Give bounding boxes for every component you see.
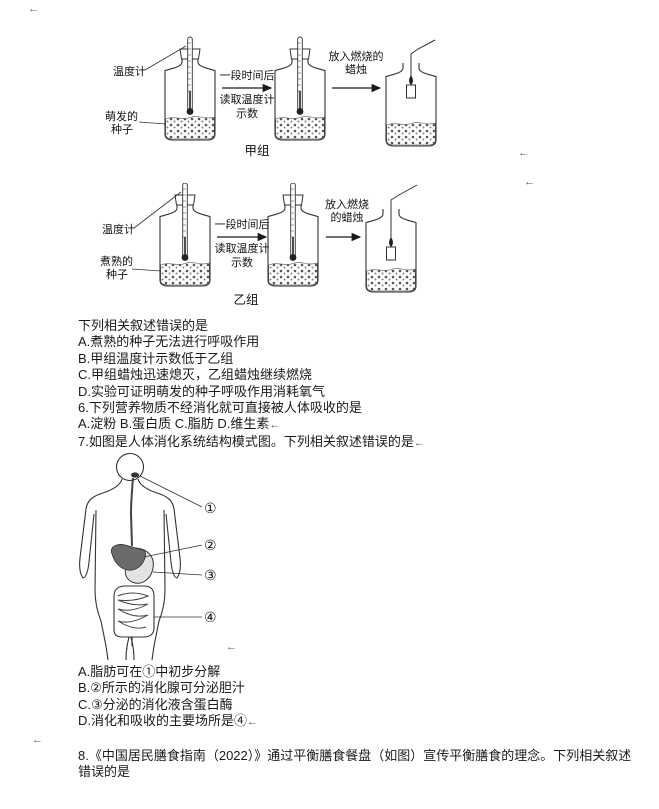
q7-stem-text: 7.如图是人体消化系统结构模式图。下列相关叙述错误的是 (78, 433, 414, 449)
figure-label-1: ① (204, 500, 217, 516)
group-a-caption: 甲组 (244, 144, 269, 158)
group-b-caption: 乙组 (233, 293, 258, 307)
thermometer-pointer-line (133, 191, 182, 229)
q5-option-b: B.甲组温度计示数低于乙组 (78, 350, 234, 366)
q5-stem: 下列相关叙述错误的是 (78, 318, 209, 333)
paragraph-mark: ← (524, 176, 535, 188)
paragraph-mark: ← (269, 419, 281, 432)
paragraph-mark: ← (413, 436, 425, 449)
figure-pointer-lines (139, 475, 203, 618)
human-body-outline (79, 452, 181, 661)
large-intestine (113, 585, 155, 638)
mouth-oral-cavity (131, 472, 139, 478)
q7-option-b: B.②所示的消化腺可分泌胆汁 (78, 680, 245, 696)
step1-label-below2: 示数 (236, 107, 258, 120)
questions-text-block-1: 下列相关叙述错误的是 A.煮熟的种子无法进行呼吸作用 B.甲组温度计示数低于乙组… (78, 318, 634, 451)
q6-options-text: A.淀粉 B.蛋白质 C.脂肪 D.维生素 (78, 416, 270, 432)
step1-label-below1: 读取温度计 (220, 92, 275, 106)
liver (110, 544, 146, 571)
figure-label-4: ④ (204, 609, 217, 625)
paragraph-mark: ← (247, 716, 259, 729)
q6-stem: 6.下列营养物质不经消化就可直接被人体吸收的是 (78, 400, 362, 416)
burning-candle-icon (406, 39, 436, 99)
digestive-organs (110, 472, 155, 646)
figure-label-2: ② (204, 537, 217, 553)
seeds-label-line2: 种子 (111, 122, 133, 136)
paragraph-mark: ← (32, 733, 43, 746)
thermometer-label: 温度计 (113, 64, 146, 78)
q5-option-c: C.甲组蜡烛迅速熄灭，乙组蜡烛继续燃烧 (78, 367, 313, 383)
figure-label-3: ③ (204, 567, 217, 583)
q5-option-d: D.实验可证明萌发的种子呼吸作用消耗氧气 (78, 383, 326, 399)
paragraph-mark: ← (226, 641, 237, 653)
step1-label-below2: 示数 (231, 256, 253, 269)
figure-experiment-group-b: 温度计 煮熟的 种子 一段时间后 读取温度计 示数 放入燃烧 的蜡烛 乙组 (100, 183, 418, 307)
q7-option-d-text: D.消化和吸收的主要场所是④ (78, 713, 248, 729)
q7-option-d: D.消化和吸收的主要场所是④← (78, 713, 636, 730)
empty-paragraph: ← (32, 731, 636, 748)
pointer-line-1 (139, 475, 203, 508)
figure-digestive-system: ① ② ③ ④ (79, 452, 217, 661)
seeds-label-line1: 煮熟的 (100, 254, 133, 268)
thermometer-pointer-line (144, 45, 187, 71)
jar-a-after-time (274, 36, 326, 141)
step2-label-line1: 放入燃烧 (325, 197, 369, 211)
step2-label-line2: 蜡烛 (345, 63, 367, 76)
jar-a-candle-test (385, 39, 437, 147)
questions-text-block-2: A.脂肪可在①中初步分解 B.②所示的消化腺可分泌胆汁 C.③分泌的消化液含蛋白… (32, 664, 636, 781)
step1-label-above: 一段时间后 (220, 68, 275, 82)
q5-option-a: A.煮熟的种子无法进行呼吸作用 (78, 334, 260, 350)
q7-stem: 7.如图是人体消化系统结构模式图。下列相关叙述错误的是← (78, 434, 634, 451)
step1-label-below1: 读取温度计 (215, 241, 270, 255)
pointer-line-3 (152, 571, 203, 576)
burning-candle-icon (386, 184, 418, 261)
pointer-line-2 (143, 544, 203, 558)
q6-options: A.淀粉 B.蛋白质 C.脂肪 D.维生素← (78, 416, 634, 433)
esophagus (129, 477, 134, 547)
thermometer-label: 温度计 (102, 222, 135, 236)
jar-b-candle-test (365, 184, 418, 293)
jar-a-initial (164, 36, 216, 141)
step2-label-line2: 的蜡烛 (331, 210, 364, 224)
q8-stem: 8.《中国居民膳食指南（2022）》通过平衡膳食餐盘（如图）宣传平衡膳食的理念。… (78, 748, 632, 780)
seeds-pointer-line (138, 121, 167, 125)
q7-option-a: A.脂肪可在①中初步分解 (78, 664, 221, 679)
paragraph-mark: ← (518, 147, 529, 159)
seeds-pointer-line (131, 268, 162, 272)
jar-b-after-time (267, 183, 319, 287)
figure-experiment-group-a: 温度计 萌发的 种子 一段时间后 读取温度计 示数 放入燃烧的 蜡烛 甲组 (105, 36, 437, 158)
seeds-label-line2: 种子 (106, 267, 128, 281)
step2-label-line1: 放入燃烧的 (329, 49, 384, 63)
q7-option-c: C.③分泌的消化液含蛋白酶 (78, 696, 233, 712)
small-intestine (117, 592, 150, 629)
paragraph-mark: ← (28, 3, 39, 15)
seeds-label-line1: 萌发的 (105, 109, 138, 123)
jar-b-initial (159, 183, 211, 287)
step1-label-above: 一段时间后 (215, 217, 270, 231)
